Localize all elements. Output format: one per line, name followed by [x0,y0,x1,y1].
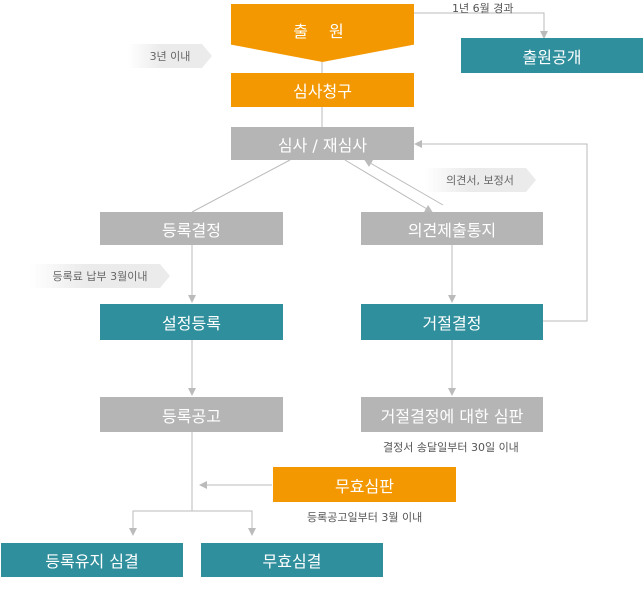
node-registration: 설정등록 [100,304,283,340]
edge-rejection-reexam [414,140,588,322]
edge-exam-regdecision [191,159,291,213]
edge-to-maintained [129,510,192,536]
node-office-action: 의견제출통지 [361,212,543,245]
node-reg-gazette: 등록공고 [100,397,283,432]
edge-filing-publication [414,12,548,39]
edge-officeaction-exam [364,159,444,206]
label-pub-period: 1년 6월 경과 [452,2,514,15]
node-reg-decision: 등록결정 [100,212,283,245]
node-exam-request: 심사청구 [231,73,414,107]
label-appeal-period: 결정서 송달일부터 30일 이내 [383,441,519,454]
node-invalidation-trial: 무효심판 [273,467,456,502]
label-response: 의견서, 보정서 [424,168,536,192]
node-publication: 출원공개 [461,38,643,73]
edge-exam-officeaction [344,159,433,213]
node-appeal: 거절결정에 대한 심판 [361,397,543,432]
node-examination: 심사 / 재심사 [231,127,414,160]
label-fee-period: 등록료 납부 3월이내 [30,264,170,288]
node-maintained: 등록유지 심결 [1,543,183,577]
node-rejection: 거절결정 [361,304,543,340]
edge-to-invalidated [192,510,256,536]
label-trial-period: 등록공고일부터 3월 이내 [307,511,423,524]
node-invalidated: 무효심결 [201,543,383,577]
label-request-period: 3년 이내 [128,44,212,68]
